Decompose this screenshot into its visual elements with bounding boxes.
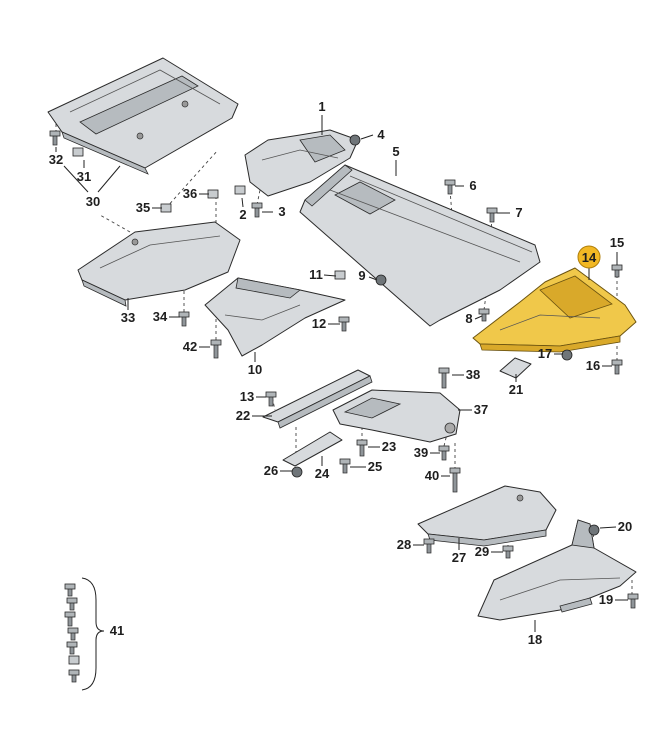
callout-6: 6 <box>469 178 476 193</box>
callout-1: 1 <box>318 99 325 114</box>
callout-26: 26 <box>264 463 278 478</box>
clip-11-icon <box>334 270 346 280</box>
callout-15: 15 <box>610 235 624 250</box>
panel-1 <box>244 129 359 197</box>
callout-2: 2 <box>239 207 246 222</box>
bolt-16-icon <box>611 359 623 375</box>
bolt-41a-icon <box>64 583 76 597</box>
nut-4-icon <box>349 134 361 146</box>
callout-21: 21 <box>509 382 523 397</box>
callout-33: 33 <box>121 310 135 325</box>
clip-36-icon <box>207 189 219 199</box>
bolt-42-icon <box>210 339 222 359</box>
panel-30 <box>47 57 239 175</box>
nut-17-icon <box>561 349 573 361</box>
clip-41f-icon <box>68 655 80 665</box>
callout-39: 39 <box>414 445 428 460</box>
panel-33 <box>77 221 241 307</box>
callout-17: 17 <box>538 346 552 361</box>
bolt-3-icon <box>251 202 263 218</box>
bolt-23-icon <box>356 439 368 457</box>
callout-41: 41 <box>110 623 124 638</box>
bolt-13-icon <box>265 391 277 407</box>
panel-10 <box>204 277 346 357</box>
bolt-41d-icon <box>67 627 79 641</box>
callout-37: 37 <box>474 402 488 417</box>
callout-11: 11 <box>309 267 323 282</box>
panel-18 <box>477 519 637 621</box>
callout-10: 10 <box>248 362 262 377</box>
callout-8: 8 <box>465 311 472 326</box>
callout-27: 27 <box>452 550 466 565</box>
callout-7: 7 <box>515 205 522 220</box>
callout-38: 38 <box>466 367 480 382</box>
callout-12: 12 <box>312 316 326 331</box>
callout-16: 16 <box>586 358 600 373</box>
callout-4: 4 <box>377 127 385 142</box>
panel-37 <box>332 389 461 443</box>
callout-36: 36 <box>183 186 197 201</box>
clip-31-icon <box>72 147 84 157</box>
callout-9: 9 <box>358 268 365 283</box>
bolt-41c-icon <box>64 611 76 627</box>
callout-29: 29 <box>475 544 489 559</box>
callout-32: 32 <box>49 152 63 167</box>
callout-28: 28 <box>397 537 411 552</box>
bolt-41b-icon <box>66 597 78 611</box>
callout-18: 18 <box>528 632 542 647</box>
callout-23: 23 <box>382 439 396 454</box>
callout-31: 31 <box>77 169 91 184</box>
bolt-40-icon <box>449 467 461 493</box>
bracket-2-icon <box>234 185 246 195</box>
callout-14: 14 <box>582 250 597 265</box>
callout-25: 25 <box>368 459 382 474</box>
bolt-32-icon <box>49 130 61 146</box>
callout-19: 19 <box>599 592 613 607</box>
callout-20: 20 <box>618 519 632 534</box>
panel-27 <box>417 485 557 547</box>
bracket-35-icon <box>160 203 172 213</box>
callout-30: 30 <box>86 194 100 209</box>
group-30-bracket <box>63 160 121 193</box>
callout-22: 22 <box>236 408 250 423</box>
bolt-29-icon <box>502 545 514 559</box>
bolt-28-icon <box>423 538 435 554</box>
panel-5 <box>299 164 541 327</box>
callout-35: 35 <box>136 200 150 215</box>
callout-34: 34 <box>153 309 168 324</box>
leader-lines <box>55 115 628 632</box>
callout-13: 13 <box>240 389 254 404</box>
brace-41 <box>81 577 105 691</box>
bolt-8-icon <box>478 308 490 322</box>
pad-24 <box>282 431 343 467</box>
bolt-19-icon <box>627 593 639 609</box>
bolt-25-icon <box>339 458 351 474</box>
bolt-15-icon <box>611 264 623 278</box>
bolt-12-icon <box>338 316 350 332</box>
callout-42: 42 <box>183 339 197 354</box>
bolt-34-icon <box>178 311 190 327</box>
bolt-39-icon <box>438 445 450 461</box>
hardware <box>49 130 639 683</box>
bolt-41g-icon <box>68 669 80 683</box>
nut-26-icon <box>291 466 303 478</box>
bolt-7-icon <box>486 207 498 223</box>
callout-40: 40 <box>425 468 439 483</box>
bolt-38-icon <box>438 367 450 389</box>
pad-21 <box>499 357 532 379</box>
callout-labels: 1 2 3 4 5 6 7 8 9 10 11 12 13 15 16 17 1… <box>49 99 632 647</box>
callout-24: 24 <box>315 466 330 481</box>
nut-9-icon <box>375 274 387 286</box>
bolt-41e-icon <box>66 641 78 655</box>
strip-22 <box>262 369 373 429</box>
callout-14-badge: 14 <box>577 245 601 269</box>
callout-5: 5 <box>392 144 399 159</box>
bolt-6-icon <box>444 179 456 195</box>
callout-3: 3 <box>278 204 285 219</box>
nut-20-icon <box>588 524 600 536</box>
panel-14-highlighted <box>472 267 637 353</box>
